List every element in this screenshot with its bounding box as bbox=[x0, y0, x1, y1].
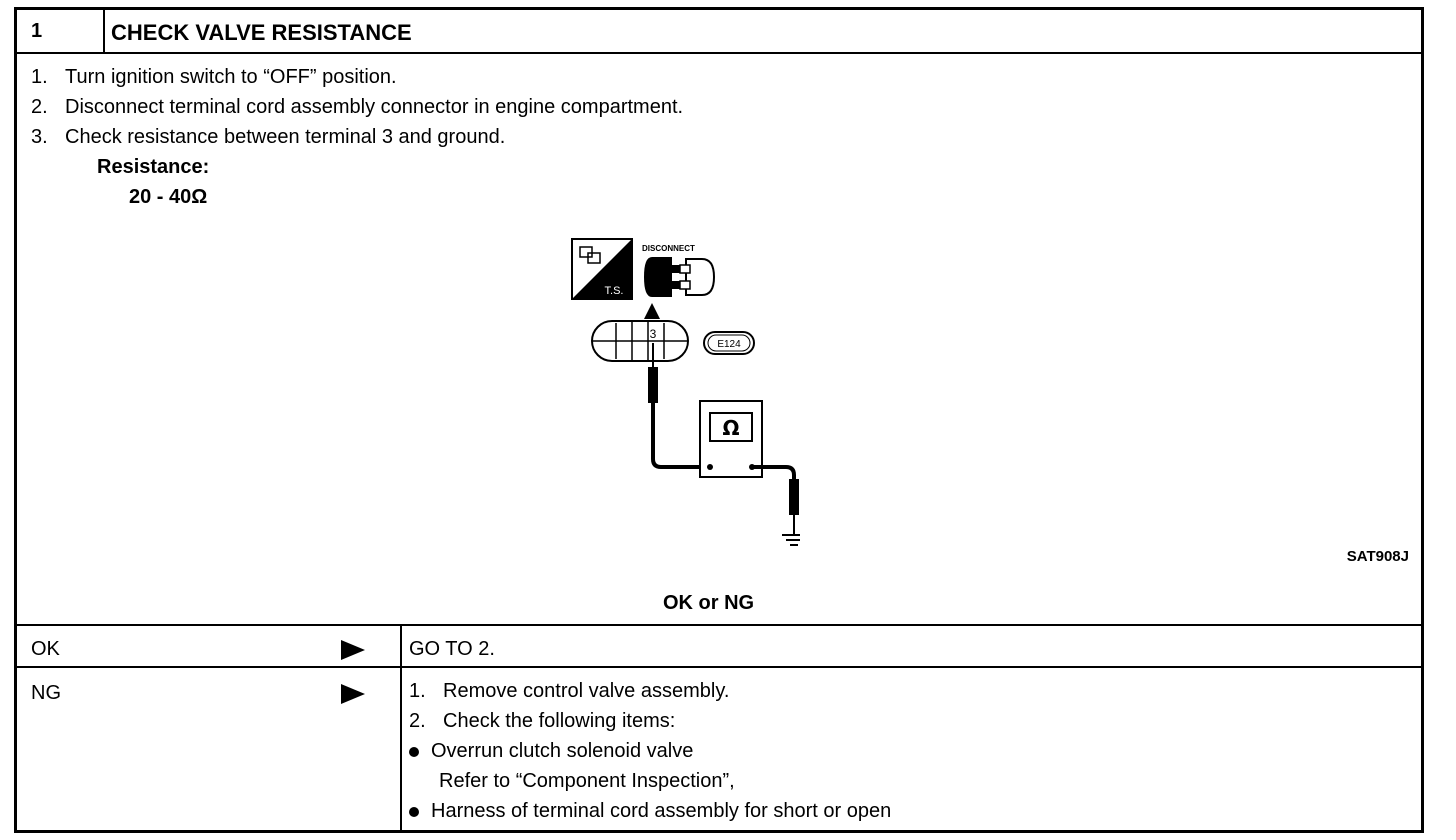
step-2-text: Disconnect terminal cord assembly connec… bbox=[65, 96, 684, 118]
ok-label: OK bbox=[31, 638, 60, 660]
result-question: OK or NG bbox=[663, 592, 755, 614]
positive-probe bbox=[648, 343, 710, 469]
ground-probe bbox=[752, 465, 799, 535]
circuit-diagram: T.S. DISCONNECT 3 E124 Ω bbox=[571, 238, 800, 546]
connector-id-label: E124 bbox=[717, 339, 741, 350]
connector-e124-face: 3 bbox=[591, 320, 689, 362]
step-2-num: 2. bbox=[31, 96, 48, 118]
ng-bullet-2-text: Harness of terminal cord assembly for sh… bbox=[431, 800, 892, 822]
up-arrow-icon bbox=[644, 303, 660, 319]
bullet-icon bbox=[409, 746, 419, 757]
ng-action-1-num: 1. bbox=[409, 680, 426, 702]
ng-bullet-1: Overrun clutch solenoid valve bbox=[409, 740, 693, 763]
step-1-text: Turn ignition switch to “OFF” position. bbox=[65, 66, 397, 88]
ng-bullet-2: Harness of terminal cord assembly for sh… bbox=[409, 800, 891, 823]
terminal-3-label: 3 bbox=[650, 327, 657, 341]
ts-label: T.S. bbox=[605, 285, 624, 297]
ok-action: GO TO 2. bbox=[409, 638, 495, 660]
ng-action-2-text: Check the following items: bbox=[443, 710, 676, 732]
result-divider bbox=[400, 624, 402, 830]
procedure-table: 1 CHECK VALVE RESISTANCE 1. Turn ignition… bbox=[14, 7, 1424, 833]
procedure-step-1: 1. Turn ignition switch to “OFF” position… bbox=[31, 66, 397, 89]
ng-row-rule bbox=[17, 666, 1421, 668]
ng-bullet-1-text: Overrun clutch solenoid valve bbox=[431, 740, 694, 762]
header-rule bbox=[17, 52, 1421, 54]
ok-row-rule bbox=[17, 624, 1421, 626]
step-title: CHECK VALVE RESISTANCE bbox=[111, 20, 412, 45]
connector-id-badge: E124 bbox=[703, 331, 755, 355]
ng-bullet-1-sub: Refer to “Component Inspection”, bbox=[439, 770, 735, 792]
disconnect-label: DISCONNECT bbox=[642, 244, 695, 253]
ng-action-1: 1. Remove control valve assembly. bbox=[409, 680, 729, 703]
step-1-num: 1. bbox=[31, 66, 48, 88]
ng-action-1-text: Remove control valve assembly. bbox=[443, 680, 730, 702]
resistance-label: Resistance: bbox=[97, 156, 210, 178]
resistance-value: 20 - 40Ω bbox=[129, 186, 208, 208]
step-3-num: 3. bbox=[31, 126, 48, 148]
disconnect-icon: DISCONNECT bbox=[642, 244, 716, 297]
figure-code: SAT908J bbox=[1346, 548, 1409, 565]
header-divider bbox=[103, 10, 105, 52]
step-3-text: Check resistance between terminal 3 and … bbox=[65, 126, 506, 148]
ohm-symbol: Ω bbox=[722, 416, 739, 440]
ohmmeter: Ω bbox=[699, 400, 763, 478]
ng-arrow-icon bbox=[341, 684, 365, 704]
ng-action-2-num: 2. bbox=[409, 710, 426, 732]
procedure-step-2: 2. Disconnect terminal cord assembly conn… bbox=[31, 96, 683, 119]
procedure-step-3: 3. Check resistance between terminal 3 an… bbox=[31, 126, 505, 149]
ng-label: NG bbox=[31, 682, 61, 704]
ok-arrow-icon bbox=[341, 640, 365, 660]
ng-action-2: 2. Check the following items: bbox=[409, 710, 675, 733]
bullet-icon bbox=[409, 806, 419, 817]
ts-icon: T.S. bbox=[571, 238, 633, 300]
step-number: 1 bbox=[31, 20, 43, 42]
ground-icon bbox=[782, 534, 800, 546]
